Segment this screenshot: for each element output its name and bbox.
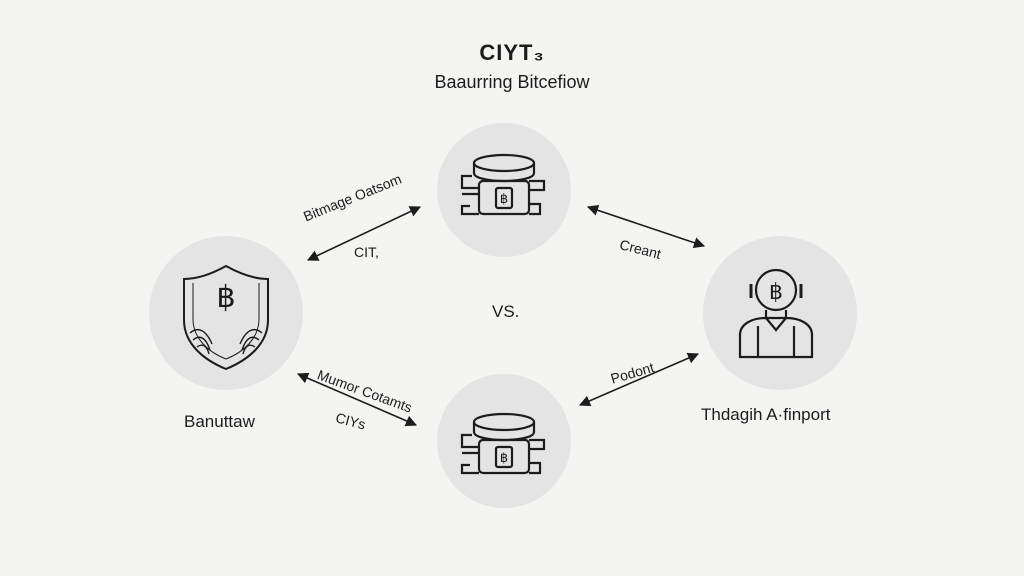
- shield-bitcoin-icon: [183, 264, 269, 371]
- wallet-bitcoin-glyph-top: ฿: [500, 192, 508, 207]
- person-bitcoin-glyph: ฿: [769, 280, 783, 305]
- arrow-bottom-right: [578, 352, 700, 407]
- hardware-wallet-icon-bottom: [460, 412, 546, 475]
- diagram-subtitle: Baaurring Bitcefiow: [434, 72, 590, 92]
- arrow-top-left: [306, 206, 422, 261]
- node-left-label: Banuttaw: [184, 412, 255, 431]
- wallet-bitcoin-glyph-bottom: ฿: [500, 451, 508, 466]
- diagram-title: CIYT₃: [479, 40, 545, 65]
- node-right-circle: [703, 236, 857, 390]
- node-top-circle: [437, 123, 571, 257]
- node-right-label: Thdagih A·finport: [701, 405, 831, 424]
- node-left-circle: [149, 236, 303, 390]
- shield-bitcoin-glyph: ฿: [216, 280, 235, 315]
- versus-label: VS.: [492, 302, 520, 321]
- person-bitcoin-icon: [738, 268, 814, 359]
- arrow-top-right: [586, 204, 706, 249]
- hardware-wallet-icon-top: [460, 153, 546, 216]
- arrow-bottom-left: [296, 372, 418, 427]
- edge-top-left-sublabel: CIT,: [354, 244, 379, 260]
